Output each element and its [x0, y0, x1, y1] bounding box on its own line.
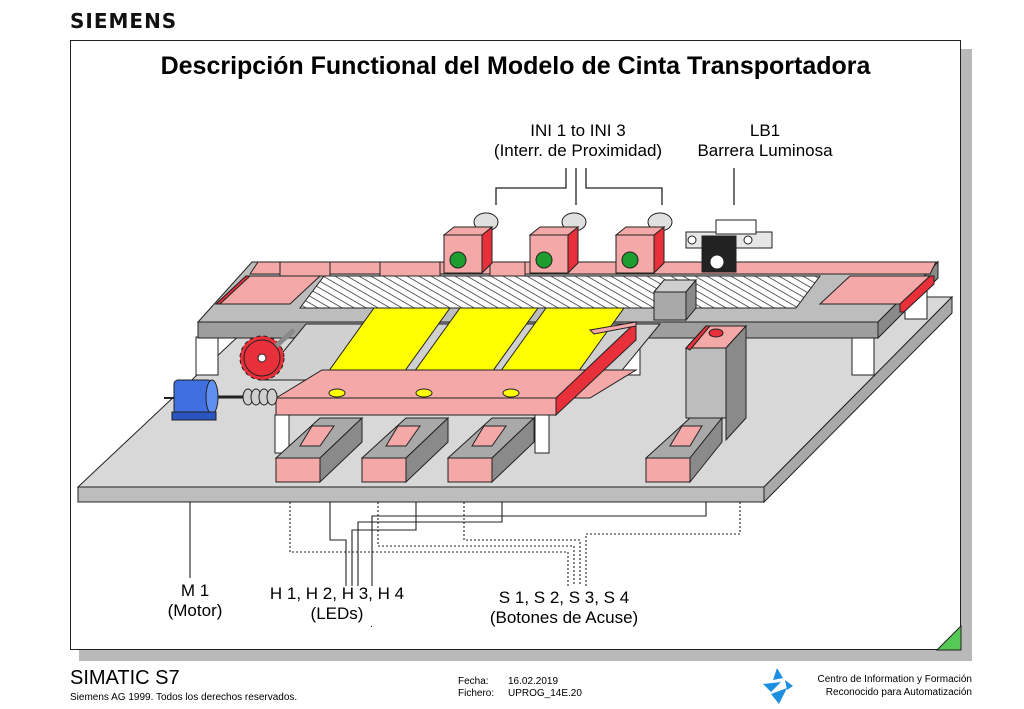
worm-gear-icon: [242, 388, 278, 406]
label-lb-line2: Barrera Luminosa: [697, 141, 833, 160]
footer-file-value: UPROG_14E.20: [508, 688, 582, 699]
leader-lines-buttons: [289, 502, 741, 586]
slide-title: Descripción Functional del Modelo de Cin…: [160, 52, 871, 80]
training-center-logo-icon: [763, 668, 793, 704]
push-buttons: [274, 416, 724, 484]
label-ini-line2: (Interr. de Proximidad): [493, 141, 663, 160]
motor-icon: [164, 379, 244, 421]
proximity-sensor-icon: [528, 212, 587, 275]
footer-center: Centro de Information y Formación Recono…: [817, 673, 972, 699]
label-leds-line1: H 1, H 2, H 3, H 4: [269, 584, 405, 603]
corner-triangle: [935, 624, 962, 651]
led-icon: [328, 388, 346, 398]
conveyor-belt: [299, 275, 821, 309]
label-motor-line1: M 1: [180, 581, 210, 600]
footer-date-label: Fecha:: [458, 676, 489, 687]
label-buttons: S 1, S 2, S 3, S 4 (Botones de Acuse): [474, 588, 654, 628]
led-icon: [708, 328, 724, 338]
footer-product: SIMATIC S7: [70, 667, 180, 689]
label-motor-line2: (Motor): [167, 601, 223, 620]
label-leds-line2: (LEDs): [310, 604, 364, 623]
gear-icon: [239, 328, 296, 381]
led-lamps: [328, 388, 520, 398]
label-motor: M 1 (Motor): [150, 581, 240, 621]
svg-text:.: .: [370, 619, 373, 630]
light-barrier-icon: [685, 219, 773, 273]
led-icon: [415, 388, 433, 398]
proximity-sensors: [442, 212, 673, 275]
stop-block: [652, 278, 698, 322]
led-icon: [502, 388, 520, 398]
footer-center-line2: Reconocido para Automatización: [825, 687, 972, 698]
footer-date-value: 16.02.2019: [508, 676, 559, 687]
push-button-icon: [644, 416, 724, 484]
label-leds: H 1, H 2, H 3, H 4 (LEDs): [252, 584, 422, 624]
siemens-logo: SIEMENS: [70, 9, 178, 33]
label-ini: INI 1 to INI 3 (Interr. de Proximidad): [478, 121, 678, 161]
label-buttons-line2: (Botones de Acuse): [489, 608, 639, 627]
label-buttons-line1: S 1, S 2, S 3, S 4: [498, 588, 630, 607]
footer-meta: Fecha: 16.02.2019 Fichero: UPROG_14E.20: [458, 676, 582, 700]
footer-file-label: Fichero:: [458, 688, 495, 699]
proximity-sensor-icon: [442, 212, 499, 275]
label-lb-line1: LB1: [749, 121, 781, 140]
station-frame: [274, 320, 638, 417]
label-ini-line1: INI 1 to INI 3: [530, 121, 626, 140]
leader-lines-bottom: [189, 502, 707, 586]
leader-lines-top: [495, 168, 735, 205]
footer-copyright: Siemens AG 1999. Todos los derechos rese…: [70, 692, 298, 703]
push-button-icon: [360, 416, 450, 484]
workpieces: [317, 307, 625, 387]
label-lb: LB1 Barrera Luminosa: [680, 121, 850, 161]
footer-center-line1: Centro de Information y Formación: [817, 674, 972, 685]
right-tower: [684, 324, 748, 442]
push-button-icon: [274, 416, 364, 484]
proximity-sensor-icon: [614, 212, 673, 275]
push-button-icon: [446, 416, 536, 484]
